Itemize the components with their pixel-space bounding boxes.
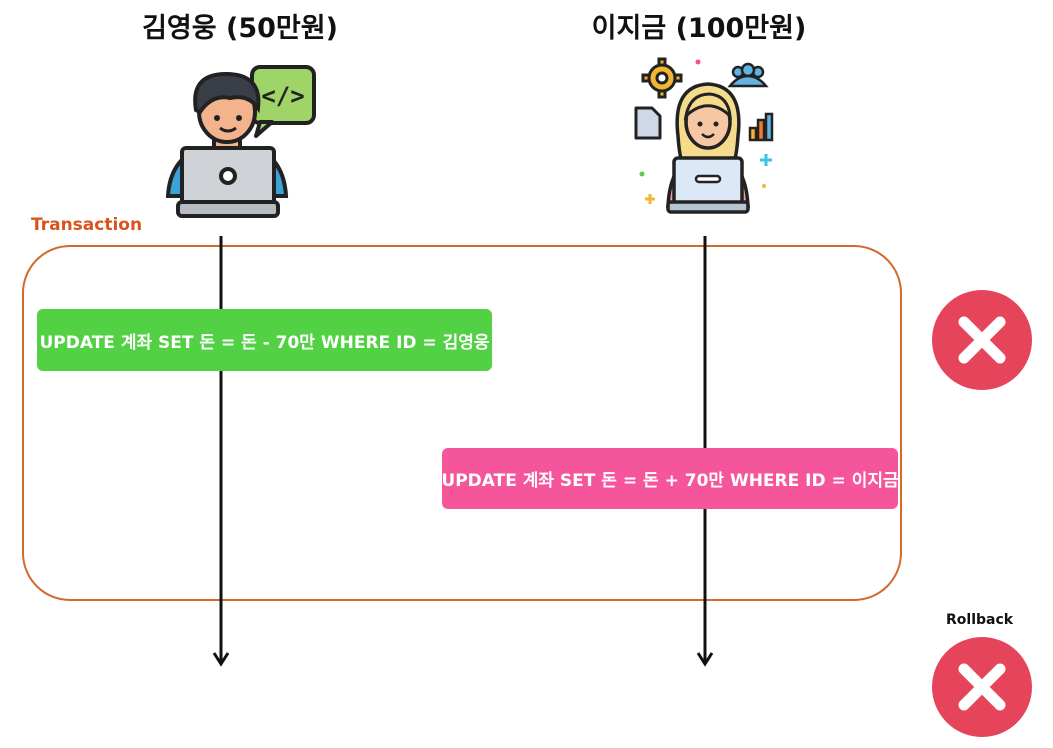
woman-laptop-icon (632, 56, 780, 216)
developer-laptop-icon: </> (160, 64, 320, 220)
query-debit: UPDATE 계좌 SET 돈 = 돈 - 70만 WHERE ID = 김영웅 (37, 309, 492, 371)
svg-text:</>: </> (261, 82, 304, 110)
x-mark-icon (958, 316, 1006, 364)
transaction-label: Transaction (31, 215, 143, 235)
x-mark-icon (958, 663, 1006, 711)
rollback-fail-icon (932, 637, 1032, 737)
timeline-left (212, 236, 230, 667)
transaction-fail-icon (932, 290, 1032, 390)
rollback-label: Rollback (946, 612, 1014, 628)
person-name-right: 이지금 (100만원) (591, 13, 807, 44)
person-name-left: 김영웅 (50만원) (142, 13, 338, 44)
query-credit: UPDATE 계좌 SET 돈 = 돈 + 70만 WHERE ID = 이지금 (441, 448, 899, 509)
transaction-box (22, 245, 902, 601)
